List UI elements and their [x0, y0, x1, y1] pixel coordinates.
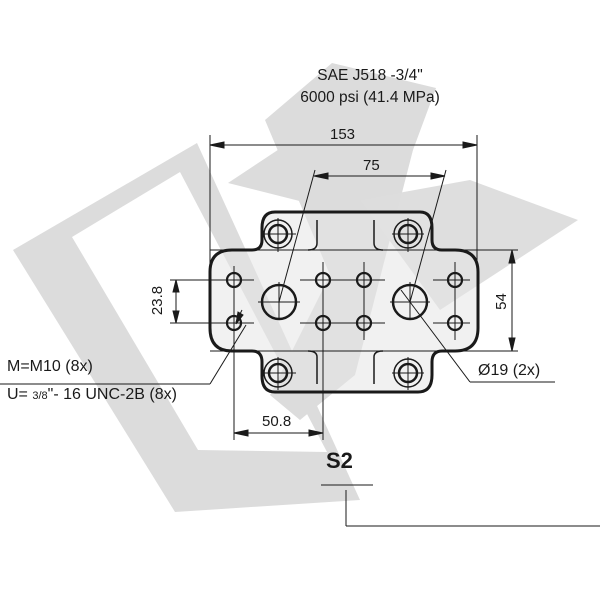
section-label: S2: [326, 448, 353, 473]
counterbore-holes: [262, 218, 424, 390]
thread-unc-suffix: "- 16 UNC-2B (8x): [47, 386, 177, 403]
dim-overall-width: 153: [330, 126, 356, 143]
callout-thread-unc: U= 3/8"- 16 UNC-2B (8x): [7, 386, 177, 404]
dimension-lines: [0, 135, 600, 527]
dim-bolt-vertical: 23.8: [149, 285, 167, 316]
counterbore-hole: [262, 357, 296, 390]
thread-unc-fraction: 3/8: [32, 390, 48, 402]
title-pressure: 6000 psi (41.4 MPa): [300, 89, 440, 106]
thread-unc-prefix: U=: [7, 386, 28, 403]
title-standard: SAE J518 -3/4": [317, 67, 423, 84]
dim-plate-height: 54: [492, 293, 510, 310]
counterbore-hole: [392, 357, 424, 390]
dim-port-spacing: 75: [363, 157, 380, 174]
callout-thread-metric: M=M10 (8x): [7, 358, 93, 375]
relief-lines: [210, 220, 478, 384]
counterbore-hole: [262, 218, 296, 252]
callout-port-diameter: Ø19 (2x): [478, 362, 541, 379]
dim-bolt-offset: 50.8: [262, 413, 292, 430]
counterbore-hole: [392, 218, 424, 252]
